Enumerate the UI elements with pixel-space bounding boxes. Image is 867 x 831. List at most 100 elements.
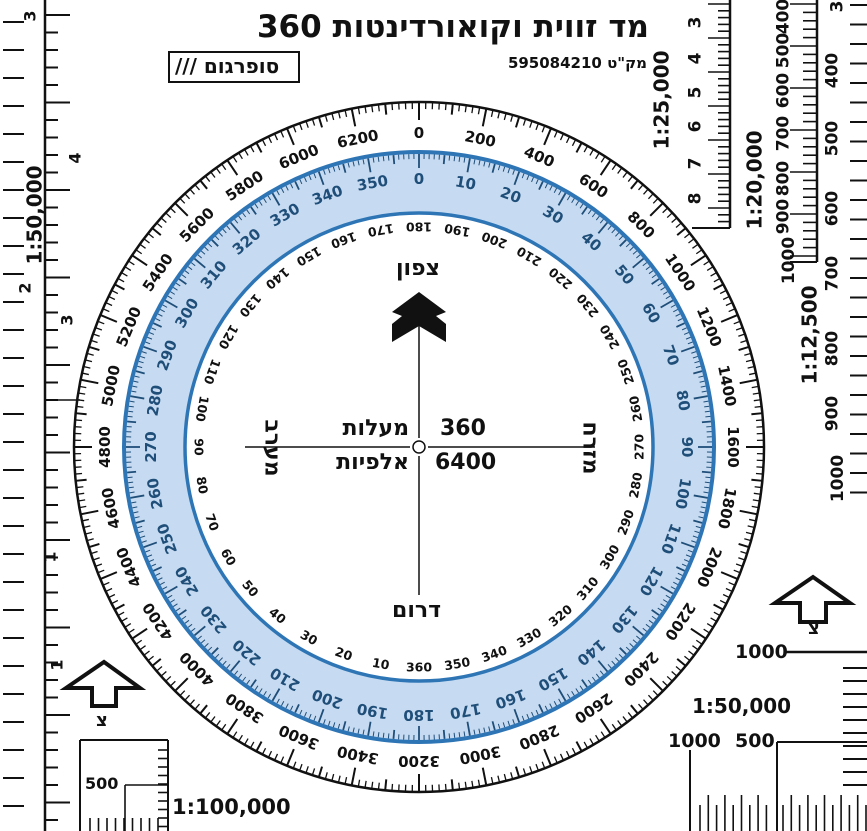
mils-tick (95, 563, 103, 568)
degree-tick (357, 160, 360, 166)
degree-tick (323, 169, 326, 175)
degree-tick (132, 506, 138, 509)
back-azimuth-label: 10 (371, 655, 391, 673)
mils-tick (458, 782, 461, 790)
degree-tick (254, 685, 259, 691)
degree-tick (597, 221, 609, 234)
degree-tick (299, 709, 303, 715)
degree-tick (151, 327, 157, 331)
center-hole (412, 440, 426, 454)
degree-tick (642, 627, 648, 632)
south-label: דרום (392, 598, 442, 623)
degree-tick (313, 715, 317, 721)
degree-tick (591, 676, 596, 682)
mils-tick (671, 671, 678, 677)
degree-tick (636, 635, 641, 640)
left-scale-label: 2 (15, 282, 35, 294)
mils-tick (280, 130, 285, 138)
mils-tick (490, 109, 494, 117)
mils-tick (617, 167, 623, 174)
degree-tick (483, 161, 486, 167)
mils-tick (733, 320, 741, 325)
degree-tick (695, 525, 701, 529)
mils-tick (85, 531, 93, 535)
degree-tick (178, 609, 187, 616)
mils-label: 1800 (714, 486, 740, 530)
degree-tick (681, 327, 687, 331)
degree-tick (197, 254, 202, 259)
degree-tick (458, 732, 461, 738)
degree-label: 190 (355, 699, 389, 722)
mils-tick (350, 767, 357, 786)
degree-tick (483, 727, 486, 733)
mils-tick (745, 531, 753, 535)
mils-tick (720, 314, 739, 323)
degree-tick (382, 156, 385, 162)
mils-tick (514, 116, 521, 128)
mils-tick (627, 712, 634, 719)
degree-tick (172, 287, 178, 291)
degree-tick (281, 188, 285, 193)
mils-tick (95, 326, 103, 331)
degree-tick (591, 212, 596, 218)
back-azimuth-label: 60 (218, 546, 240, 569)
mils-tick (749, 372, 757, 376)
degree-tick (187, 266, 193, 271)
mils-tick (747, 365, 755, 369)
degree-tick (157, 313, 163, 317)
degree-tick (571, 690, 575, 696)
mils-tick (160, 217, 167, 223)
mils-tick (184, 193, 191, 200)
mils-tick (79, 505, 87, 509)
degree-tick (226, 664, 231, 669)
mils-tick (99, 314, 118, 323)
degree-tick (211, 647, 219, 655)
mils-tick (589, 738, 595, 745)
degree-tick (677, 318, 683, 322)
mils-tick (261, 747, 267, 755)
degree-tick (695, 365, 701, 369)
mils-tick (331, 113, 335, 121)
scale-20000-label: 900 (773, 198, 794, 235)
mils-tick (298, 123, 303, 131)
degree-tick (215, 653, 220, 659)
scale-20000-label: 1000 (779, 236, 800, 285)
degree-tick (680, 345, 695, 353)
back-azimuth-label: 280 (626, 471, 645, 500)
mils-tick (571, 139, 577, 147)
mils-tick (88, 542, 100, 549)
mils-tick (595, 152, 600, 160)
mils-tick (752, 392, 760, 395)
degree-tick (660, 603, 666, 607)
mils-tick (622, 171, 628, 178)
mils-tick (719, 289, 727, 295)
degree-tick (172, 603, 178, 607)
mils-tick (649, 202, 664, 217)
degree-tick (387, 155, 390, 161)
scale-12500-label: 900 (822, 395, 843, 432)
mils-tick (662, 207, 669, 214)
back-azimuth-label: 20 (333, 644, 355, 664)
degree-tick (701, 470, 711, 474)
degree-tick (458, 156, 461, 162)
degree-tick (141, 351, 147, 354)
mils-tick (305, 120, 309, 128)
back-azimuth-label: 190 (443, 221, 472, 240)
degree-tick (242, 676, 247, 682)
degree-label: 270 (142, 431, 160, 462)
degree-tick (250, 206, 257, 215)
scale-12500-label: 1000 (828, 454, 849, 503)
degree-tick (308, 713, 312, 719)
degree-tick (557, 688, 567, 702)
mils-tick (286, 127, 295, 146)
degree-label: 90 (678, 437, 696, 458)
degree-tick (665, 295, 671, 300)
scale-25000-title: 1:25,000 (649, 50, 674, 150)
degree-tick (127, 470, 137, 474)
mils-tick (600, 156, 606, 163)
degree-tick (317, 708, 325, 723)
mils-tick (199, 179, 208, 190)
degree-tick (164, 299, 178, 309)
degree-tick (699, 380, 705, 383)
degree-tick (526, 713, 530, 719)
